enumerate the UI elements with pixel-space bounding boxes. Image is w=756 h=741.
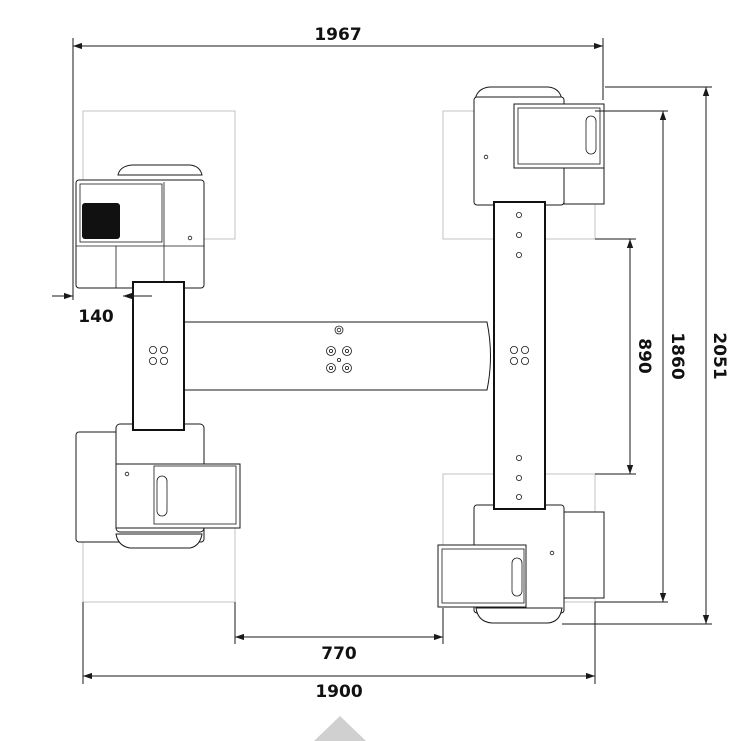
carriage-top-right (473, 86, 605, 206)
triangle-up-icon (314, 716, 366, 741)
right-arm (493, 201, 546, 510)
dimension-right-middle: 1860 (595, 110, 687, 603)
carriage-bottom-left (75, 423, 241, 549)
dim-label-left-offset: 140 (78, 307, 114, 327)
right-arm-bolt-pattern (509, 345, 530, 365)
center-beam-bolt-pattern (326, 346, 352, 373)
dimension-left-offset: 140 (52, 288, 152, 327)
left-arm (132, 281, 185, 431)
dimension-bottom-inner: 770 (234, 602, 444, 664)
dim-label-right-inner: 890 (634, 338, 654, 374)
dimension-bottom-total: 1900 (82, 602, 596, 702)
dim-label-right-outer: 2051 (709, 332, 729, 379)
left-arm-bolt-pattern (148, 345, 168, 365)
center-beam (180, 321, 491, 391)
carriage-top-left (75, 164, 205, 289)
carriage-bottom-right (437, 504, 605, 624)
dim-label-top-width: 1967 (314, 25, 361, 45)
dimension-right-outer: 2051 (562, 86, 729, 625)
motor-block (82, 203, 120, 239)
dim-label-bottom-inner: 770 (321, 644, 357, 664)
dim-label-right-middle: 1860 (667, 332, 687, 379)
dimension-right-inner: 890 (595, 238, 654, 475)
dimension-top-width: 1967 (72, 25, 604, 300)
dim-label-bottom-total: 1900 (315, 682, 362, 702)
